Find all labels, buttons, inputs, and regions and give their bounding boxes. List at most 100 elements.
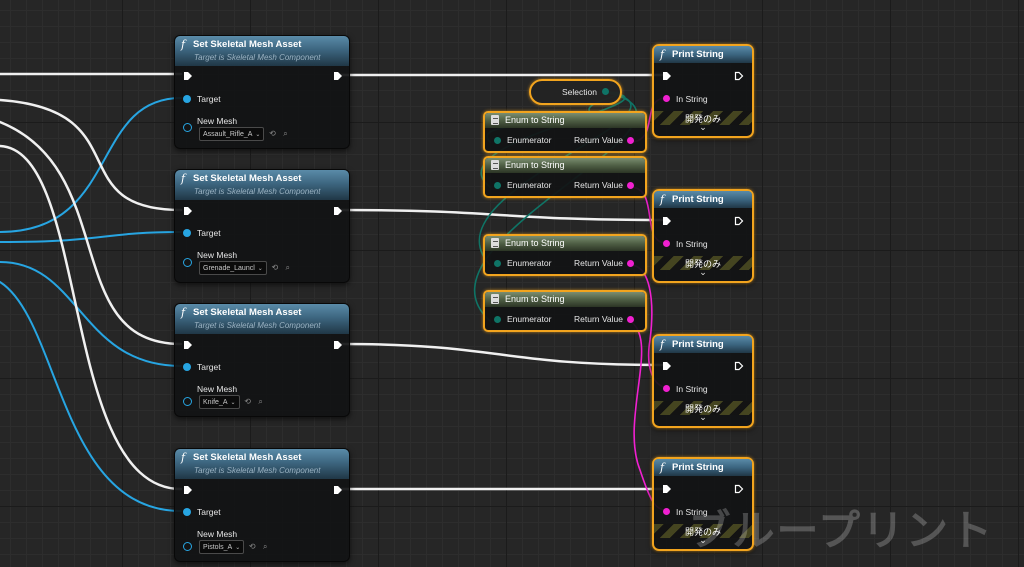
search-icon[interactable]: ⌕ bbox=[262, 542, 268, 551]
chevron-down-icon[interactable]: ⌄ bbox=[699, 535, 707, 545]
exec-out-pin-icon[interactable] bbox=[333, 485, 343, 495]
chevron-down-icon[interactable]: ⌄ bbox=[699, 122, 707, 132]
use-selected-icon[interactable]: ⟲ bbox=[271, 263, 279, 272]
set-skeletal-mesh-node-2[interactable]: f Set Skeletal Mesh Asset Target is Skel… bbox=[174, 169, 350, 283]
search-icon[interactable]: ⌕ bbox=[283, 129, 288, 138]
object-pin-icon[interactable] bbox=[183, 123, 192, 132]
return-value-label: Return Value bbox=[574, 258, 623, 268]
node-header[interactable]: f Print String bbox=[654, 191, 752, 208]
object-wire bbox=[0, 231, 182, 243]
exec-out-pin-icon[interactable] bbox=[734, 71, 744, 81]
object-pin-icon[interactable] bbox=[183, 229, 191, 237]
string-pin-icon[interactable] bbox=[663, 95, 670, 102]
print-string-node-3[interactable]: f Print String In String 開発のみ ⌄ bbox=[652, 334, 754, 428]
return-value-label: Return Value bbox=[574, 314, 623, 324]
node-header[interactable]: f Print String bbox=[654, 46, 752, 63]
node-header[interactable]: f Print String bbox=[654, 459, 752, 476]
node-header[interactable]: f Set Skeletal Mesh Asset Target is Skel… bbox=[175, 449, 349, 479]
string-pin-icon[interactable] bbox=[627, 260, 634, 267]
exec-in-pin-icon[interactable] bbox=[183, 485, 193, 495]
enum-pin-icon[interactable] bbox=[494, 137, 501, 144]
development-only-banner: 開発のみ bbox=[654, 111, 752, 125]
mesh-asset-combo[interactable]: Knife_A⌄ bbox=[199, 395, 240, 409]
node-title: Print String bbox=[672, 462, 724, 473]
string-pin-icon[interactable] bbox=[663, 240, 670, 247]
node-subtitle: Target is Skeletal Mesh Component bbox=[194, 187, 321, 196]
object-pin-icon[interactable] bbox=[183, 397, 192, 406]
exec-out-pin-icon[interactable] bbox=[734, 216, 744, 226]
exec-in-pin-icon[interactable] bbox=[662, 361, 672, 371]
chevron-down-icon[interactable]: ⌄ bbox=[699, 412, 707, 422]
node-header[interactable]: f Print String bbox=[654, 336, 752, 353]
enum-pin-icon[interactable] bbox=[494, 316, 501, 323]
string-pin-icon[interactable] bbox=[627, 316, 634, 323]
exec-out-pin-icon[interactable] bbox=[333, 71, 343, 81]
object-pin-icon[interactable] bbox=[183, 95, 191, 103]
node-title: Print String bbox=[672, 339, 724, 350]
object-pin-icon[interactable] bbox=[183, 542, 192, 551]
exec-in-pin-icon[interactable] bbox=[662, 216, 672, 226]
print-string-node-2[interactable]: f Print String In String 開発のみ ⌄ bbox=[652, 189, 754, 283]
node-header[interactable]: f Set Skeletal Mesh Asset Target is Skel… bbox=[175, 304, 349, 334]
node-header[interactable]: Enum to String bbox=[485, 113, 645, 128]
search-icon[interactable]: ⌕ bbox=[285, 263, 291, 272]
enum-to-string-node-1[interactable]: Enum to String Enumerator Return Value bbox=[483, 111, 647, 153]
object-wire bbox=[0, 281, 182, 512]
print-string-node-4[interactable]: f Print String In String 開発のみ ⌄ bbox=[652, 457, 754, 551]
asset-name: Grenade_Launcl bbox=[203, 264, 255, 272]
mesh-asset-combo[interactable]: Pistols_A⌄ bbox=[199, 540, 245, 554]
enum-pin-icon[interactable] bbox=[602, 88, 609, 95]
exec-in-pin-icon[interactable] bbox=[662, 484, 672, 494]
asset-name: Pistols_A bbox=[203, 543, 233, 551]
enum-to-string-node-3[interactable]: Enum to String Enumerator Return Value bbox=[483, 234, 647, 276]
enum-pin-icon[interactable] bbox=[494, 182, 501, 189]
use-selected-icon[interactable]: ⟲ bbox=[244, 397, 251, 406]
string-pin-icon[interactable] bbox=[627, 137, 634, 144]
enum-pin-icon[interactable] bbox=[494, 260, 501, 267]
asset-picker: Grenade_Launcl⌄ ⟲ ⌕ bbox=[199, 261, 293, 275]
use-selected-icon[interactable]: ⟲ bbox=[248, 542, 256, 551]
node-header[interactable]: f Set Skeletal Mesh Asset Target is Skel… bbox=[175, 170, 349, 200]
object-pin-icon[interactable] bbox=[183, 508, 191, 516]
object-pin-icon[interactable] bbox=[183, 363, 191, 371]
exec-in-pin-icon[interactable] bbox=[183, 71, 193, 81]
node-header[interactable]: Enum to String bbox=[485, 158, 645, 173]
string-pin-icon[interactable] bbox=[663, 508, 670, 515]
exec-in-pin-icon[interactable] bbox=[662, 71, 672, 81]
chevron-down-icon[interactable]: ⌄ bbox=[699, 267, 707, 277]
print-string-node-1[interactable]: f Print String In String 開発のみ ⌄ bbox=[652, 44, 754, 138]
search-icon[interactable]: ⌕ bbox=[258, 397, 263, 406]
exec-out-pin-icon[interactable] bbox=[734, 361, 744, 371]
exec-in-pin-icon[interactable] bbox=[183, 206, 193, 216]
target-label: Target bbox=[197, 228, 221, 238]
node-header[interactable]: f Set Skeletal Mesh Asset Target is Skel… bbox=[175, 36, 349, 66]
use-selected-icon[interactable]: ⟲ bbox=[269, 129, 276, 138]
object-pin-icon[interactable] bbox=[183, 258, 192, 267]
exec-out-pin-icon[interactable] bbox=[333, 340, 343, 350]
set-skeletal-mesh-node-3[interactable]: f Set Skeletal Mesh Asset Target is Skel… bbox=[174, 303, 350, 417]
node-header[interactable]: Enum to String bbox=[485, 236, 645, 251]
node-header[interactable]: Enum to String bbox=[485, 292, 645, 307]
exec-in-pin-icon[interactable] bbox=[183, 340, 193, 350]
node-subtitle: Target is Skeletal Mesh Component bbox=[194, 321, 321, 330]
set-skeletal-mesh-node-4[interactable]: f Set Skeletal Mesh Asset Target is Skel… bbox=[174, 448, 350, 562]
exec-out-pin-icon[interactable] bbox=[734, 484, 744, 494]
asset-picker: Knife_A⌄ ⟲ ⌕ bbox=[199, 395, 266, 409]
target-label: Target bbox=[197, 362, 221, 372]
development-only-banner: 開発のみ bbox=[654, 256, 752, 270]
mesh-asset-combo[interactable]: Assault_Rifle_A⌄ bbox=[199, 127, 265, 141]
chevron-down-icon: ⌄ bbox=[235, 544, 241, 551]
node-title: Set Skeletal Mesh Asset bbox=[193, 452, 302, 463]
node-title: Enum to String bbox=[505, 294, 565, 304]
enum-to-string-node-2[interactable]: Enum to String Enumerator Return Value bbox=[483, 156, 647, 198]
object-wire bbox=[0, 97, 182, 233]
string-pin-icon[interactable] bbox=[663, 385, 670, 392]
enum-to-string-node-4[interactable]: Enum to String Enumerator Return Value bbox=[483, 290, 647, 332]
development-only-banner: 開発のみ bbox=[654, 401, 752, 415]
string-pin-icon[interactable] bbox=[627, 182, 634, 189]
selection-variable-node[interactable]: Selection bbox=[529, 79, 622, 105]
set-skeletal-mesh-node-1[interactable]: f Set Skeletal Mesh Asset Target is Skel… bbox=[174, 35, 350, 149]
in-string-label: In String bbox=[676, 507, 708, 517]
mesh-asset-combo[interactable]: Grenade_Launcl⌄ bbox=[199, 261, 267, 275]
exec-out-pin-icon[interactable] bbox=[333, 206, 343, 216]
